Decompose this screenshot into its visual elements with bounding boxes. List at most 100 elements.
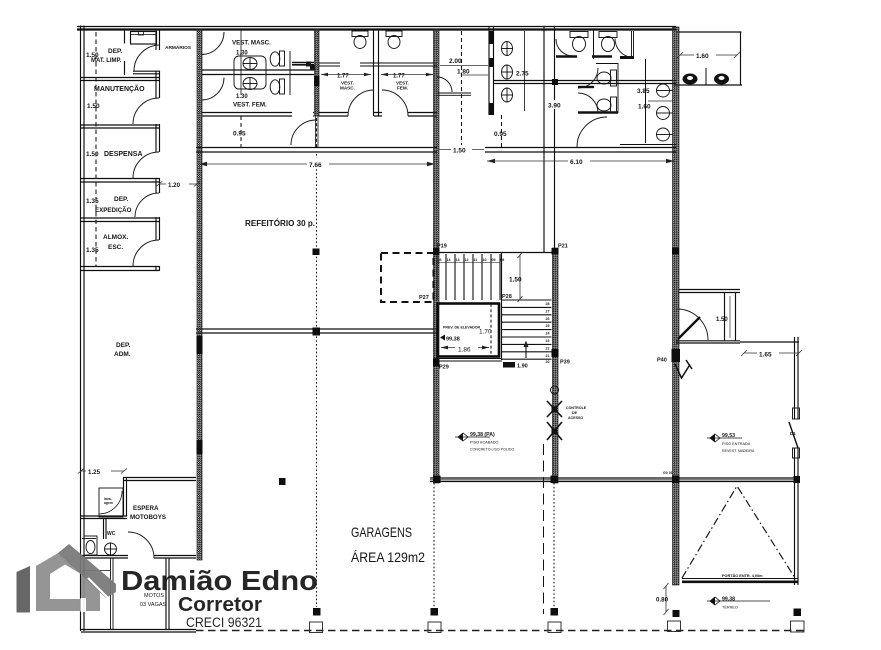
svg-text:1.50: 1.50 xyxy=(86,52,99,59)
svg-text:25: 25 xyxy=(546,324,550,328)
svg-text:MOTOS: MOTOS xyxy=(144,593,164,599)
svg-text:1.50: 1.50 xyxy=(716,317,728,323)
svg-text:03 VAGAS: 03 VAGAS xyxy=(140,602,167,608)
svg-text:7.66: 7.66 xyxy=(309,162,322,169)
svg-text:VEST.: VEST. xyxy=(341,81,354,86)
svg-text:1.35: 1.35 xyxy=(86,198,99,205)
svg-text:ÁREA 129m2: ÁREA 129m2 xyxy=(351,549,425,565)
svg-text:11: 11 xyxy=(474,258,478,262)
svg-text:2.75: 2.75 xyxy=(516,71,529,78)
svg-text:27: 27 xyxy=(546,309,550,313)
svg-text:REFEITÓRIO 30 p.: REFEITÓRIO 30 p. xyxy=(245,219,315,228)
svg-text:P27: P27 xyxy=(419,295,429,301)
svg-text:14: 14 xyxy=(447,258,451,262)
svg-text:DESPENSA: DESPENSA xyxy=(104,151,143,158)
svg-text:VEST. MASC.: VEST. MASC. xyxy=(232,40,271,47)
svg-text:WC: WC xyxy=(107,531,116,537)
svg-text:1.30: 1.30 xyxy=(236,51,248,57)
svg-text:VEST. FEM.: VEST. FEM. xyxy=(233,102,267,109)
svg-text:P39: P39 xyxy=(560,360,570,366)
svg-text:0.80: 0.80 xyxy=(656,597,669,604)
svg-text:3.85: 3.85 xyxy=(637,88,650,95)
svg-text:99,53: 99,53 xyxy=(722,433,735,439)
svg-text:PISO ENTRADA: PISO ENTRADA xyxy=(722,442,751,446)
svg-text:DE: DE xyxy=(572,411,578,415)
svg-text:P21: P21 xyxy=(558,244,568,250)
svg-text:1.65: 1.65 xyxy=(759,352,772,359)
svg-text:99,38: 99,38 xyxy=(722,597,735,603)
svg-text:1.70: 1.70 xyxy=(479,329,492,336)
svg-text:ARMÁRIOS: ARMÁRIOS xyxy=(165,44,192,51)
svg-text:PISO ACABADO: PISO ACABADO xyxy=(470,441,499,445)
svg-text:ESC.: ESC. xyxy=(108,244,123,251)
svg-text:REVEST. MADEIRA: REVEST. MADEIRA xyxy=(722,449,755,453)
svg-text:PORTÃO ENTR. 4,00m: PORTÃO ENTR. 4,00m xyxy=(722,573,763,578)
svg-text:agem: agem xyxy=(104,501,113,505)
svg-text:PREV. DE ELEVADOR: PREV. DE ELEVADOR xyxy=(443,326,481,330)
svg-text:99,38: 99,38 xyxy=(446,337,460,343)
svg-text:P19: P19 xyxy=(437,244,447,250)
svg-text:1.60: 1.60 xyxy=(696,53,709,60)
svg-text:1.50: 1.50 xyxy=(509,277,522,284)
svg-text:21: 21 xyxy=(546,354,550,358)
svg-text:1.60: 1.60 xyxy=(638,104,651,111)
svg-text:Damião Edno: Damião Edno xyxy=(121,565,318,596)
svg-text:P40: P40 xyxy=(657,358,667,364)
svg-text:CONTROLE: CONTROLE xyxy=(566,406,587,410)
svg-text:99,38 (PA): 99,38 (PA) xyxy=(470,432,495,438)
svg-text:1.80: 1.80 xyxy=(457,69,470,76)
svg-text:1.50: 1.50 xyxy=(453,148,466,155)
svg-text:1.50: 1.50 xyxy=(87,103,100,110)
svg-text:P29: P29 xyxy=(439,365,449,371)
svg-text:VEST.: VEST. xyxy=(396,81,409,86)
svg-text:FEM.: FEM. xyxy=(397,86,408,91)
svg-text:lava-: lava- xyxy=(104,497,112,501)
svg-text:ADM.: ADM. xyxy=(114,351,131,358)
svg-text:DEP.: DEP. xyxy=(116,342,131,349)
svg-text:0.95: 0.95 xyxy=(494,131,507,138)
svg-text:28: 28 xyxy=(546,302,550,306)
svg-text:10: 10 xyxy=(483,258,487,262)
svg-text:16: 16 xyxy=(438,258,442,262)
svg-text:1.77: 1.77 xyxy=(337,74,349,80)
svg-text:CONCRETO LISO POLIDO: CONCRETO LISO POLIDO xyxy=(470,448,514,452)
svg-text:1.30: 1.30 xyxy=(236,94,248,100)
svg-text:20: 20 xyxy=(546,360,550,364)
svg-text:MAT. LIMP.: MAT. LIMP. xyxy=(91,58,122,64)
svg-text:DEP.: DEP. xyxy=(114,196,129,203)
svg-text:ESPERA: ESPERA xyxy=(133,505,159,512)
svg-text:09: 09 xyxy=(492,258,496,262)
svg-text:13: 13 xyxy=(456,258,460,262)
svg-text:1.20: 1.20 xyxy=(168,182,181,189)
svg-text:G0 01: G0 01 xyxy=(663,471,673,475)
svg-text:22: 22 xyxy=(546,346,550,350)
svg-text:TÉRREO: TÉRREO xyxy=(722,605,738,610)
svg-text:1.25: 1.25 xyxy=(88,469,101,476)
svg-text:D1: D1 xyxy=(790,431,796,436)
svg-text:6.10: 6.10 xyxy=(570,159,583,166)
svg-text:ALMOX.: ALMOX. xyxy=(103,234,128,241)
svg-text:DEP.: DEP. xyxy=(108,48,123,55)
svg-text:3.90: 3.90 xyxy=(548,103,561,110)
svg-text:08: 08 xyxy=(500,258,504,262)
svg-text:0.95: 0.95 xyxy=(233,131,246,138)
svg-text:24: 24 xyxy=(546,332,550,336)
svg-text:2.00: 2.00 xyxy=(449,58,462,65)
svg-text:ACESSO: ACESSO xyxy=(568,416,583,420)
svg-text:GARAGENS: GARAGENS xyxy=(351,524,412,540)
svg-text:26: 26 xyxy=(546,317,550,321)
svg-text:MANUTENÇÃO: MANUTENÇÃO xyxy=(94,84,145,93)
svg-text:CRECI 96321: CRECI 96321 xyxy=(186,615,262,630)
svg-text:1.50: 1.50 xyxy=(86,151,99,158)
svg-text:EXPEDIÇÃO: EXPEDIÇÃO xyxy=(95,207,132,214)
svg-text:MASC.: MASC. xyxy=(340,86,355,91)
svg-text:1.35: 1.35 xyxy=(86,247,99,254)
svg-text:1.90: 1.90 xyxy=(517,364,528,370)
svg-text:23: 23 xyxy=(546,339,550,343)
svg-text:MOTOBOYS: MOTOBOYS xyxy=(130,514,166,521)
svg-text:1.77: 1.77 xyxy=(393,74,405,80)
svg-text:12: 12 xyxy=(465,258,469,262)
svg-text:Corretor: Corretor xyxy=(178,593,262,616)
svg-text:1.86: 1.86 xyxy=(458,347,471,354)
svg-text:P28: P28 xyxy=(502,294,512,300)
